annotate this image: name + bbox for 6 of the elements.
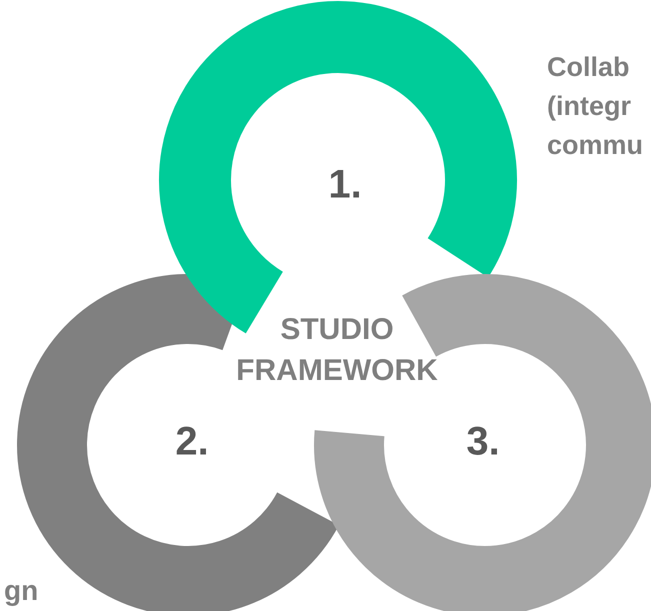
step-number: 2. [175, 420, 209, 464]
center-title: STUDIO FRAMEWORK [235, 312, 439, 388]
side-note: Collab (integr commu [547, 51, 644, 162]
step-number: 3. [466, 420, 500, 464]
step-number: 1. [328, 162, 362, 208]
side-note: gn [4, 574, 40, 608]
